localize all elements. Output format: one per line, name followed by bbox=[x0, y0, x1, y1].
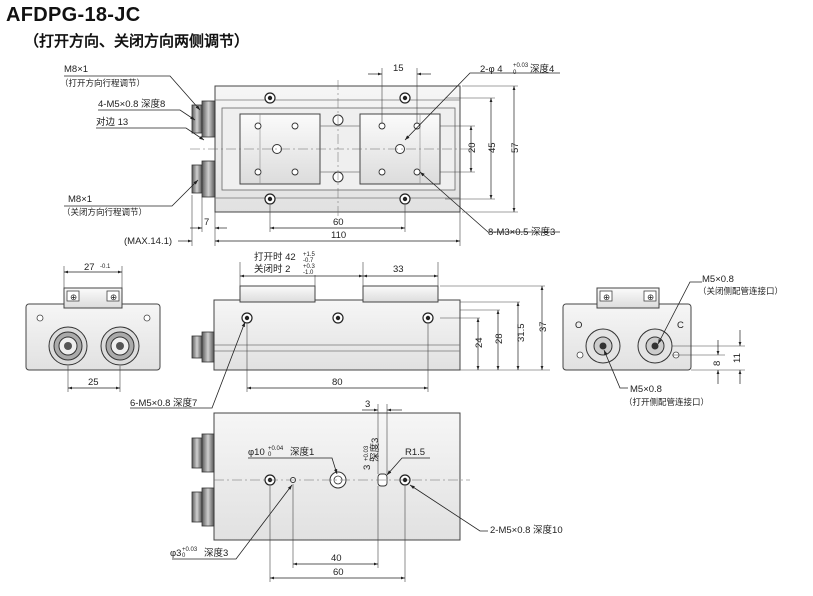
page-subtitle: （打开方向、关闭方向两侧调节） bbox=[24, 32, 250, 50]
right-dim-8: 8 bbox=[712, 361, 723, 366]
right-label-o: O bbox=[575, 320, 582, 331]
left-dim-25: 25 bbox=[88, 377, 99, 388]
top-m3-hole bbox=[291, 168, 299, 176]
svg-text:+0.04: +0.04 bbox=[268, 446, 284, 452]
side-m5-hole bbox=[241, 312, 253, 324]
end-view-left: ⊕ ⊕ 27 -0.1 25 bbox=[25, 262, 161, 392]
top-dim-7: 7 bbox=[204, 217, 209, 228]
svg-text:+1.5: +1.5 bbox=[303, 252, 316, 258]
side-dim-33: 33 bbox=[393, 264, 404, 275]
svg-text:0: 0 bbox=[268, 452, 272, 458]
top-pin-depth: 深度4 bbox=[530, 63, 554, 75]
svg-text:+0.03: +0.03 bbox=[182, 547, 198, 553]
bottom-dim-60: 60 bbox=[333, 567, 344, 578]
top-m8-open-label: M8×1 bbox=[64, 64, 88, 75]
top-dim-20: 20 bbox=[467, 142, 478, 153]
svg-text:0: 0 bbox=[370, 457, 376, 461]
bottom-bore-depth: 深度1 bbox=[290, 446, 314, 458]
top-across-flats-label: 对边 13 bbox=[96, 116, 128, 128]
top-m3-hole bbox=[254, 122, 262, 130]
side-jaw-right bbox=[362, 285, 439, 303]
end-view-right: ⊕ ⊕ O C M5×0.8 （关闭侧配管连接口） M5×0.8 （打开侧配管连… bbox=[562, 274, 783, 407]
side-m5-hole bbox=[332, 312, 344, 324]
bottom-view: φ10 +0.04 0 深度1 3 3 +0.03 0 深度3 R1.5 2-M… bbox=[170, 399, 563, 582]
svg-text:⊕: ⊕ bbox=[70, 292, 77, 302]
svg-text:⊕: ⊕ bbox=[647, 292, 654, 302]
bottom-adjuster-nut bbox=[191, 437, 203, 469]
left-end-piston bbox=[48, 326, 88, 366]
top-m8-open-note: （打开方向行程调节） bbox=[60, 78, 145, 88]
svg-text:⊕: ⊕ bbox=[110, 292, 117, 302]
top-adjuster-nut-close bbox=[191, 164, 203, 194]
side-m5-holes-label: 6-M5×0.8 深度7 bbox=[130, 397, 197, 409]
page-title: AFDPG-18-JC bbox=[6, 4, 141, 26]
right-end-body bbox=[562, 303, 692, 371]
right-port-open-label: M5×0.8 bbox=[630, 384, 662, 395]
top-dim-60: 60 bbox=[333, 217, 344, 228]
right-port-close-label: M5×0.8 bbox=[702, 274, 734, 285]
top-pin-hole-label: 2-φ 4 bbox=[480, 64, 503, 75]
side-view: 打开时 42 +1.5 -0.7 关闭时 2 +0.3 -1.0 33 24 2… bbox=[130, 251, 550, 409]
right-dim-11: 11 bbox=[732, 353, 743, 363]
svg-text:0: 0 bbox=[513, 70, 517, 76]
bottom-dim-40: 40 bbox=[331, 553, 342, 564]
top-m3-hole bbox=[291, 122, 299, 130]
right-label-c: C bbox=[677, 320, 684, 331]
side-open-label: 打开时 42 bbox=[254, 251, 296, 263]
side-m5-hole bbox=[422, 312, 434, 324]
bottom-slot-depth: 3 bbox=[362, 465, 373, 470]
side-dim-28: 28 bbox=[494, 333, 505, 344]
left-end-body bbox=[25, 303, 161, 371]
top-dim-15: 15 bbox=[393, 63, 404, 74]
top-m3-hole bbox=[378, 168, 386, 176]
top-m5-hole bbox=[399, 193, 411, 205]
left-dim-27: 27 bbox=[84, 262, 95, 273]
svg-text:-0.1: -0.1 bbox=[100, 264, 111, 270]
bottom-dim-3: 3 bbox=[365, 399, 370, 410]
svg-text:+0.3: +0.3 bbox=[303, 264, 316, 270]
top-m5-hole bbox=[264, 92, 276, 104]
top-dim-max: (MAX.14.1) bbox=[124, 236, 172, 247]
side-dim-37: 37 bbox=[538, 321, 549, 332]
svg-text:-1.0: -1.0 bbox=[303, 270, 314, 276]
side-close-label: 关闭时 2 bbox=[254, 263, 290, 275]
svg-text:+0.03: +0.03 bbox=[513, 63, 529, 69]
side-body bbox=[213, 299, 461, 371]
side-dim-31-5: 31.5 bbox=[516, 324, 527, 343]
bottom-adjuster-nut bbox=[191, 491, 203, 523]
bottom-slot-depth-word: 深度3 bbox=[369, 438, 381, 462]
top-dim-57: 57 bbox=[510, 142, 521, 153]
right-port-open-note: （打开侧配管连接口） bbox=[624, 397, 709, 407]
svg-text:⊕: ⊕ bbox=[603, 292, 610, 302]
side-dim-24: 24 bbox=[474, 337, 485, 348]
top-m8-close-note: （关闭方向行程调节） bbox=[62, 207, 147, 217]
top-m8-close-label: M8×1 bbox=[68, 194, 92, 205]
bottom-bore-label: φ10 bbox=[248, 447, 265, 458]
top-m5-hole bbox=[399, 92, 411, 104]
top-m5-hole bbox=[264, 193, 276, 205]
bottom-radius-label: R1.5 bbox=[405, 447, 425, 458]
top-m3-hole bbox=[413, 168, 421, 176]
svg-text:-0.7: -0.7 bbox=[303, 258, 314, 264]
right-end-port-close bbox=[637, 328, 673, 364]
right-port-close-note: （关闭侧配管连接口） bbox=[698, 286, 783, 296]
top-m5-holes-label: 4-M5×0.8 深度8 bbox=[98, 98, 165, 110]
right-end-jaw bbox=[596, 287, 660, 309]
side-dim-80: 80 bbox=[332, 377, 343, 388]
bottom-m5-holes-label: 2-M5×0.8 深度10 bbox=[490, 524, 563, 536]
right-end-port-open bbox=[585, 328, 621, 364]
top-m3-hole bbox=[254, 168, 262, 176]
svg-text:+0.03: +0.03 bbox=[364, 445, 370, 461]
svg-text:0: 0 bbox=[182, 553, 186, 559]
bottom-pin-hole-label: φ3 bbox=[170, 548, 181, 559]
left-end-piston bbox=[100, 326, 140, 366]
side-adjuster-nut bbox=[191, 335, 203, 359]
top-dim-45: 45 bbox=[487, 142, 498, 153]
side-jaw-left bbox=[239, 285, 316, 303]
top-view: M8×1 （打开方向行程调节） 4-M5×0.8 深度8 对边 13 M8×1 … bbox=[60, 63, 560, 247]
bottom-pin-depth: 深度3 bbox=[204, 547, 228, 559]
top-m3-holes-label: 8-M3×0.5 深度3 bbox=[488, 226, 555, 238]
top-dim-110: 110 bbox=[331, 230, 346, 241]
